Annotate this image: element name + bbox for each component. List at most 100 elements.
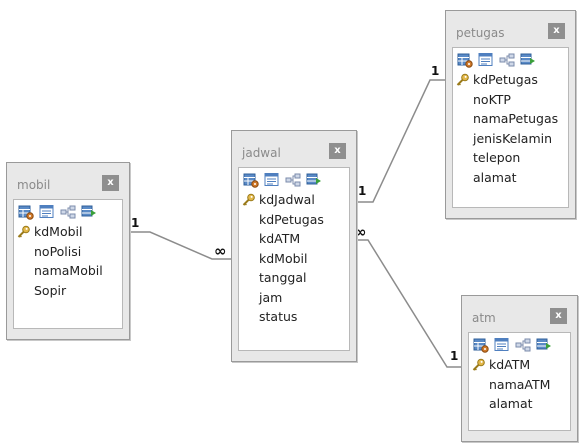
relationship-label-mobil-one: 1 [131,216,140,230]
field-row[interactable]: kdPetugas [455,70,558,90]
key-spacer [455,129,471,148]
field-name: noPolisi [34,243,82,259]
close-button-atm[interactable]: x [550,308,567,324]
title-bar-petugas[interactable]: petugas x [452,17,569,47]
close-button-petugas[interactable]: x [548,23,565,39]
relationship-line-atm-jadwal[interactable] [355,239,462,368]
key-spacer [16,281,32,300]
field-name: jenisKelamin [473,130,553,146]
field-row[interactable]: namaATM [471,375,550,395]
relationship-line-petugas-jadwal[interactable] [355,79,446,203]
field-name: telepon [473,150,521,166]
relationship-label-petugas-one: 1 [431,64,440,78]
indexes-icon[interactable] [264,172,280,188]
field-name: kdPetugas [473,72,538,88]
relationship-label-jadwal-one: 1 [358,184,367,198]
field-list-petugas: kdPetugas noKTP namaPetugas jenisKelamin tel… [455,70,558,187]
field-row[interactable]: kdMobil [16,222,103,242]
table-title-petugas: petugas [456,26,505,40]
table-properties-icon[interactable] [457,52,473,68]
key-spacer [455,90,471,109]
field-row[interactable]: noPolisi [16,242,103,262]
field-row[interactable]: noKTP [455,90,558,110]
subdatasheet-icon[interactable] [520,52,536,68]
field-row[interactable]: telepon [455,148,558,168]
key-spacer [455,148,471,167]
subdatasheet-icon[interactable] [81,204,97,220]
title-bar-atm[interactable]: atm x [468,302,571,332]
field-row[interactable]: tanggal [241,268,324,288]
toolbar-jadwal [243,171,322,189]
key-spacer [471,375,487,394]
field-row[interactable]: kdATM [241,229,324,249]
table-window-petugas[interactable]: petugas x kdPetugas noKTP namaPetugas jenis… [445,10,576,219]
relationships-icon[interactable] [60,204,76,220]
close-button-mobil[interactable]: x [102,175,119,191]
key-spacer [241,210,257,229]
primary-key-icon [471,355,487,374]
field-name: alamat [473,169,517,185]
relationships-icon[interactable] [515,337,531,353]
field-row[interactable]: jam [241,288,324,308]
key-spacer [241,307,257,326]
key-spacer [16,242,32,261]
table-properties-icon[interactable] [473,337,489,353]
subdatasheet-icon[interactable] [306,172,322,188]
field-row[interactable]: alamat [455,168,558,188]
field-row[interactable]: jenisKelamin [455,129,558,149]
subdatasheet-icon[interactable] [536,337,552,353]
table-properties-icon[interactable] [18,204,34,220]
toolbar-atm [473,336,552,354]
indexes-icon[interactable] [478,52,494,68]
close-button-jadwal[interactable]: x [329,143,346,159]
field-row[interactable]: kdMobil [241,249,324,269]
toolbar-mobil [18,203,97,221]
relationship-line-mobil-jadwal[interactable] [128,231,232,260]
field-row[interactable]: status [241,307,324,327]
relationship-label-jadwal-many-atm: ∞ [354,223,367,241]
table-properties-icon[interactable] [243,172,259,188]
field-name: jam [259,289,283,305]
field-row[interactable]: Sopir [16,281,103,301]
field-name: status [259,309,298,325]
table-title-jadwal: jadwal [242,146,281,160]
title-bar-mobil[interactable]: mobil x [13,169,123,199]
toolbar-petugas [457,51,536,69]
key-spacer [241,229,257,248]
primary-key-icon [455,70,471,89]
relationships-icon[interactable] [285,172,301,188]
field-name: kdATM [489,357,531,373]
field-row[interactable]: kdJadwal [241,190,324,210]
table-title-mobil: mobil [17,178,51,192]
field-row[interactable]: namaPetugas [455,109,558,129]
field-name: kdMobil [34,224,83,240]
field-row[interactable]: namaMobil [16,261,103,281]
field-row[interactable]: alamat [471,394,550,414]
field-list-panel-petugas[interactable]: kdPetugas noKTP namaPetugas jenisKelamin tel… [452,47,569,208]
field-row[interactable]: kdPetugas [241,210,324,230]
field-name: alamat [489,396,533,412]
field-name: Sopir [34,282,67,298]
field-name: noKTP [473,91,511,107]
indexes-icon[interactable] [494,337,510,353]
key-spacer [241,288,257,307]
field-name: namaMobil [34,263,103,279]
field-row[interactable]: kdATM [471,355,550,375]
key-spacer [471,394,487,413]
indexes-icon[interactable] [39,204,55,220]
relationships-icon[interactable] [499,52,515,68]
table-title-atm: atm [472,311,496,325]
field-name: namaPetugas [473,111,559,127]
title-bar-jadwal[interactable]: jadwal x [238,137,350,167]
field-name: kdATM [259,231,301,247]
